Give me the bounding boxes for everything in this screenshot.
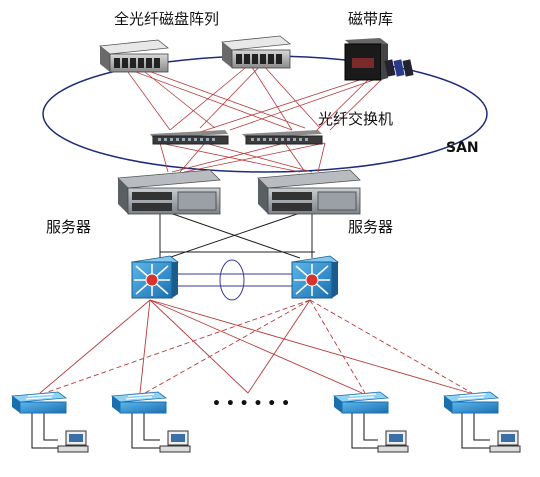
- tape-library-label: 磁带库: [348, 10, 394, 28]
- fiber-links: [124, 63, 386, 173]
- pc-cables: [31, 413, 490, 449]
- tape-library: [344, 38, 414, 81]
- access-switch-1: [10, 391, 68, 414]
- fc-switch-left: [150, 130, 229, 145]
- core-interconnect: [178, 259, 292, 301]
- storage-array-label: 全光纤磁盘阵列: [114, 10, 220, 28]
- pc-2: [159, 430, 191, 453]
- access-links-dashed: [44, 299, 473, 394]
- access-links-solid: [39, 299, 471, 394]
- ellipsis-more-switches: • • • • • •: [212, 396, 291, 412]
- pc-1: [57, 430, 89, 453]
- storage-array-right: [220, 35, 292, 69]
- core-switch-right: [291, 255, 339, 299]
- san-label: SAN: [446, 140, 479, 156]
- server-right-label: 服务器: [348, 218, 394, 236]
- pc-4: [489, 430, 521, 453]
- access-switch-3: [332, 391, 390, 414]
- server-links: [159, 212, 315, 259]
- pc-3: [377, 430, 409, 453]
- rack-server-left: [117, 169, 221, 215]
- san-ring: [42, 55, 488, 173]
- rack-server-right: [257, 169, 361, 215]
- access-switch-4: [442, 391, 500, 414]
- server-left-label: 服务器: [46, 218, 92, 236]
- storage-array-left: [98, 39, 170, 73]
- fc-switch-right: [242, 130, 323, 145]
- fc-switch-label: 光纤交换机: [318, 110, 394, 128]
- access-switch-2: [110, 391, 168, 414]
- core-switch-left: [131, 255, 179, 299]
